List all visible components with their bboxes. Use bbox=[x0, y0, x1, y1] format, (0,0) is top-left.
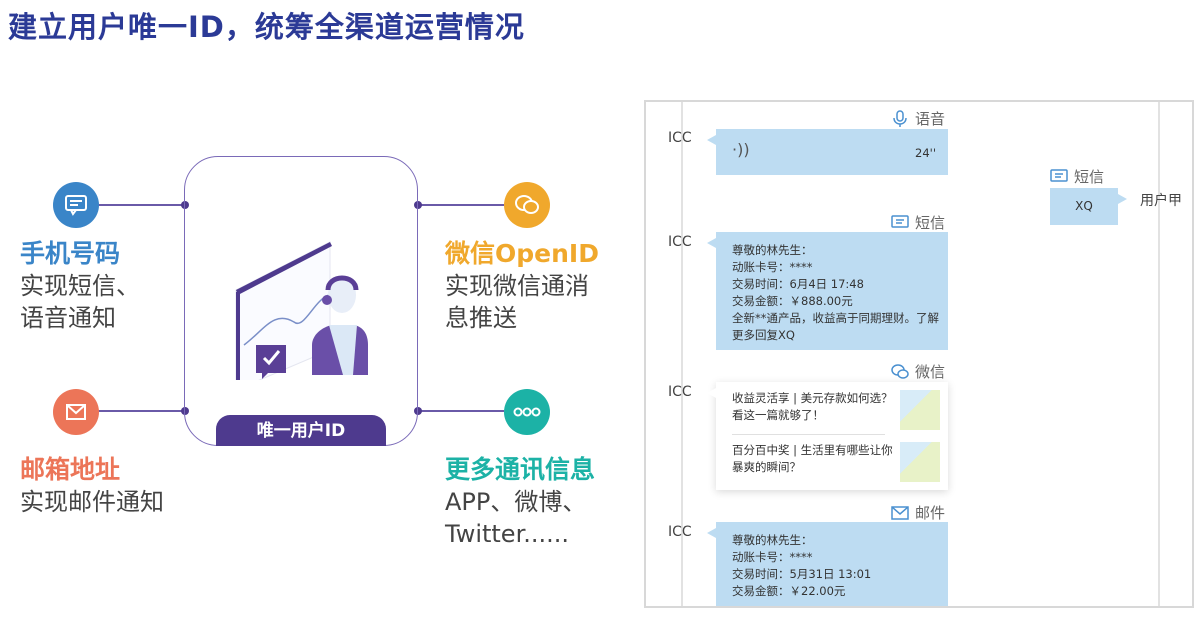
mail-line: 交易金额：￥22.00元 bbox=[732, 584, 846, 598]
mail-icon bbox=[53, 389, 99, 435]
channel-desc: APP、微博、 bbox=[445, 488, 587, 516]
message-icon bbox=[891, 214, 909, 228]
sms-line: 交易时间：6月4日 17:48 bbox=[732, 277, 864, 291]
connector bbox=[418, 410, 504, 412]
unique-id-badge: 唯一用户ID bbox=[216, 415, 386, 446]
sender-label: ICC bbox=[668, 524, 692, 540]
voice-message[interactable]: ·)) 24'' bbox=[707, 129, 948, 175]
voice-duration: 24'' bbox=[915, 146, 936, 160]
wechat-message: 收益灵活享 | 美元存款如何选？看这一篇就够了！ 百分百中奖 | 生活里有哪些让… bbox=[707, 382, 948, 490]
channel-desc: Twitter...... bbox=[445, 520, 570, 548]
sms-line: 全新**通产品，收益高于同期理财。了解 bbox=[732, 311, 939, 325]
mail-message[interactable]: 尊敬的林先生： 动账卡号：**** 交易时间：5月31日 13:01 交易金额：… bbox=[707, 522, 948, 606]
mail-line: 尊敬的林先生： bbox=[732, 533, 813, 547]
channel-label-mail: 邮件 bbox=[891, 502, 945, 523]
channel-head: 微信OpenID bbox=[445, 239, 599, 268]
channel-name: 微信 bbox=[915, 363, 946, 381]
wechat-article[interactable]: 收益灵活享 | 美元存款如何选？看这一篇就够了！ bbox=[732, 391, 893, 422]
channel-name: 短信 bbox=[915, 214, 946, 232]
mail-icon bbox=[891, 505, 909, 520]
article-thumbnail bbox=[900, 442, 940, 482]
channel-label-wechat: 微信 bbox=[891, 361, 945, 382]
channel-label-sms: 短信 bbox=[891, 212, 945, 233]
channel-label-voice: 语音 bbox=[891, 108, 945, 129]
more-icon bbox=[504, 389, 550, 435]
channel-head: 邮箱地址 bbox=[20, 455, 121, 484]
message-icon bbox=[1050, 168, 1068, 182]
channel-head: 手机号码 bbox=[20, 239, 121, 268]
dot bbox=[414, 201, 422, 209]
page-title: 建立用户唯一ID，统筹全渠道运营情况 bbox=[8, 10, 525, 44]
sms-line: 尊敬的林先生： bbox=[732, 243, 813, 257]
message-icon bbox=[53, 182, 99, 228]
channel-wechat: 微信OpenID 实现微信通消 息推送 bbox=[445, 234, 599, 334]
channel-name: 邮件 bbox=[915, 504, 946, 522]
sms-message[interactable]: 尊敬的林先生： 动账卡号：**** 交易时间：6月4日 17:48 交易金额：￥… bbox=[707, 232, 948, 350]
reply-message[interactable]: XQ bbox=[1050, 188, 1127, 225]
channel-desc: 实现短信、 bbox=[20, 272, 140, 300]
dot bbox=[414, 407, 422, 415]
article-thumbnail bbox=[900, 390, 940, 430]
sms-line: 更多回复XQ bbox=[732, 328, 795, 342]
channel-desc: 息推送 bbox=[445, 304, 517, 332]
connector bbox=[98, 204, 186, 206]
connector bbox=[418, 204, 504, 206]
wechat-icon bbox=[891, 363, 909, 379]
dot bbox=[181, 201, 189, 209]
channel-label-reply: 短信 bbox=[1050, 166, 1104, 187]
sender-label: ICC bbox=[668, 130, 692, 146]
agent-illustration bbox=[235, 241, 368, 380]
channel-name: 语音 bbox=[915, 110, 946, 128]
sender-label: ICC bbox=[668, 234, 692, 250]
mail-line: 动账卡号：**** bbox=[732, 550, 813, 564]
voice-wave-icon: ·)) bbox=[732, 140, 750, 159]
connector bbox=[98, 410, 186, 412]
channel-head: 更多通讯信息 bbox=[445, 455, 596, 484]
mail-line: 交易时间：5月31日 13:01 bbox=[732, 567, 872, 581]
sms-line: 动账卡号：**** bbox=[732, 260, 813, 274]
timeline-line bbox=[1158, 102, 1160, 606]
channel-phone: 手机号码 实现短信、 语音通知 bbox=[20, 234, 140, 334]
message-timeline-panel: 语音 ICC ·)) 24'' 短信 ICC 尊敬的林先生： 动账卡号：****… bbox=[644, 100, 1194, 608]
reply-text: XQ bbox=[1075, 199, 1093, 213]
sms-line: 交易金额：￥888.00元 bbox=[732, 294, 853, 308]
channel-name: 短信 bbox=[1074, 168, 1105, 186]
timeline-line bbox=[681, 102, 683, 606]
bubble-tail bbox=[1118, 194, 1127, 204]
user-label: 用户甲 bbox=[1140, 193, 1182, 209]
channel-more: 更多通讯信息 APP、微博、 Twitter...... bbox=[445, 450, 595, 550]
channel-desc: 实现邮件通知 bbox=[20, 488, 164, 516]
channel-desc: 实现微信通消 bbox=[445, 272, 589, 300]
sender-label: ICC bbox=[668, 384, 692, 400]
channel-email: 邮箱地址 实现邮件通知 bbox=[20, 450, 164, 518]
wechat-icon bbox=[504, 182, 550, 228]
divider bbox=[732, 434, 885, 435]
microphone-icon bbox=[893, 109, 907, 127]
dot bbox=[181, 407, 189, 415]
wechat-article[interactable]: 百分百中奖 | 生活里有哪些让你暴爽的瞬间？ bbox=[732, 443, 893, 474]
channel-desc: 语音通知 bbox=[20, 304, 116, 332]
